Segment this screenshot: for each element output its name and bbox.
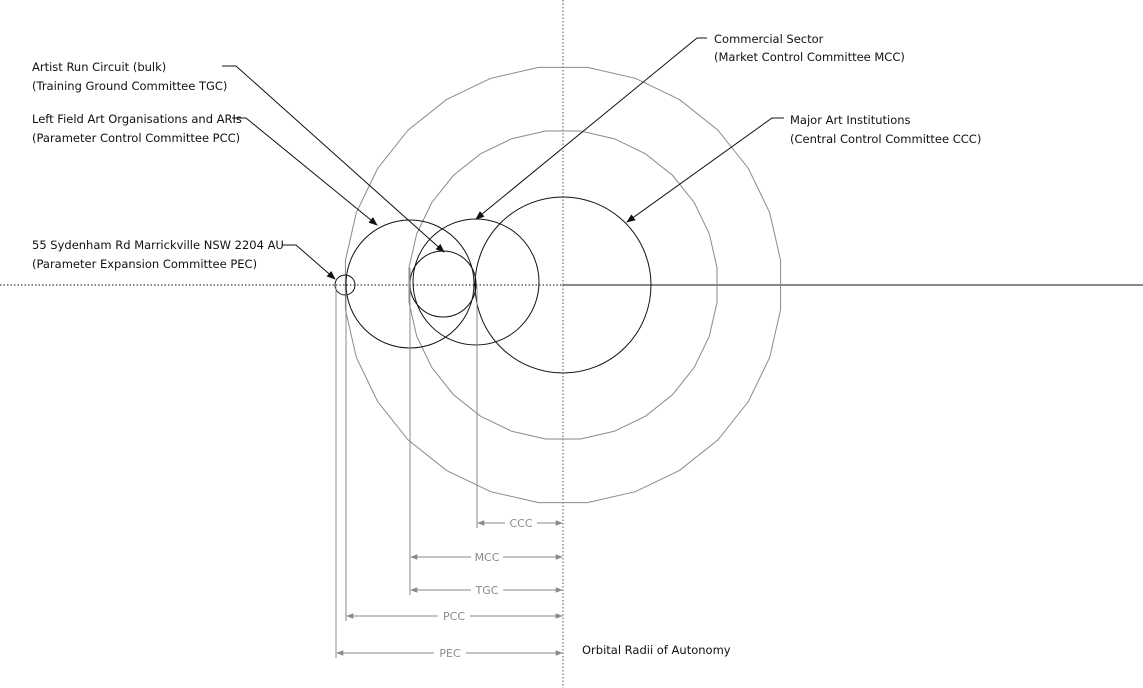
label-left-field-title: Left Field Art Organisations and ARIs xyxy=(32,112,242,126)
leader-left-field xyxy=(232,117,378,226)
label-address-title: 55 Sydenham Rd Marrickville NSW 2204 AU xyxy=(32,238,284,252)
leader-address xyxy=(282,244,336,280)
leader-major xyxy=(626,117,784,223)
dim-label-pec: PEC xyxy=(439,647,461,660)
labels: Artist Run Circuit (bulk) (Training Grou… xyxy=(32,32,981,271)
dimension-lines xyxy=(336,520,563,656)
leader-artist-run xyxy=(222,65,445,253)
diagram-caption: Orbital Radii of Autonomy xyxy=(582,643,731,657)
label-major-subtitle: (Central Control Committee CCC) xyxy=(790,132,981,146)
leader-lines xyxy=(222,37,784,280)
orbit-ring-outer xyxy=(344,66,782,504)
orbit-rings xyxy=(344,66,782,504)
dimension-labels: CCC MCC TGC PCC PEC xyxy=(434,516,537,660)
extension-lines xyxy=(335,268,478,658)
label-major-title: Major Art Institutions xyxy=(790,113,911,127)
dim-label-pcc: PCC xyxy=(443,610,465,623)
label-artist-run-title: Artist Run Circuit (bulk) xyxy=(32,60,166,74)
label-artist-run-subtitle: (Training Ground Committee TGC) xyxy=(32,79,227,93)
orbit-ring-inner xyxy=(408,130,718,440)
circle-artist-run xyxy=(409,250,477,318)
dim-label-ccc: CCC xyxy=(509,517,532,530)
dim-label-mcc: MCC xyxy=(475,551,500,564)
label-commercial-title: Commercial Sector xyxy=(714,32,824,46)
label-commercial-subtitle: (Market Control Committee MCC) xyxy=(714,50,905,64)
label-left-field-subtitle: (Parameter Control Committee PCC) xyxy=(32,131,240,145)
leader-commercial xyxy=(475,37,707,220)
label-address-subtitle: (Parameter Expansion Committee PEC) xyxy=(32,257,257,271)
circle-major-institutions xyxy=(474,196,652,374)
dim-label-tgc: TGC xyxy=(475,584,499,597)
circle-address xyxy=(334,274,356,296)
